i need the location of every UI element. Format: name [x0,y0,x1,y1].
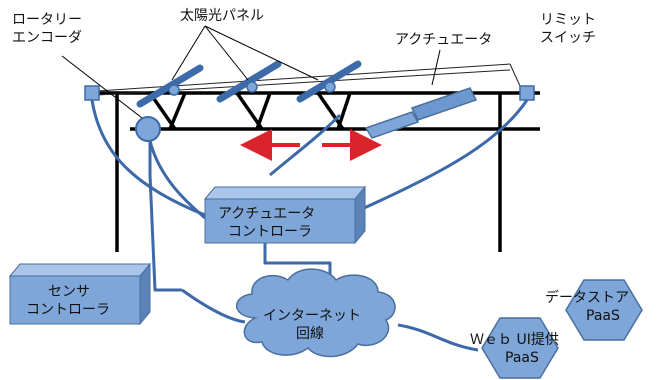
label-datastore-1: データストア [545,289,629,306]
label-rotary-encoder-2: エンコーダ [12,30,82,46]
rotary-encoder-device [135,116,161,142]
label-actuator: アクチュエータ [395,32,492,48]
blue-wires [90,99,529,352]
label-datastore-2: PaaS [586,308,620,324]
label-webui-2: PaaS [505,350,539,366]
sensor-controller-box [8,262,152,326]
label-solar-panel: 太陽光パネル [180,8,264,24]
limit-switch-right [519,85,535,101]
label-sensor-controller-1: センサ [48,284,90,300]
actuator-controller-box [203,185,367,245]
internet-cloud [236,268,396,358]
solar-panels [136,60,362,108]
label-limit-switch-2: スイッチ [540,30,596,46]
label-internet-2: 回線 [296,326,324,342]
callout-lines [61,25,441,119]
text-labels: ロータリー エンコーダ 太陽光パネル アクチュエータ リミット スイッチ アクチ… [12,8,629,366]
label-rotary-encoder-1: ロータリー [12,12,82,28]
label-actuator-controller-2: コントローラ [228,224,312,240]
limit-switch-left [84,85,100,101]
solar-panel-2 [216,60,282,103]
label-webui-1: Ｗｅｂ UI提供 [470,332,559,348]
label-limit-switch-1: リミット [540,12,596,28]
label-actuator-controller-1: アクチュエータ [218,206,315,222]
label-sensor-controller-2: コントローラ [26,302,110,318]
label-internet-1: インターネット [263,308,361,324]
datastore-paas-hexagon [565,279,643,341]
webui-paas-hexagon [481,317,559,379]
